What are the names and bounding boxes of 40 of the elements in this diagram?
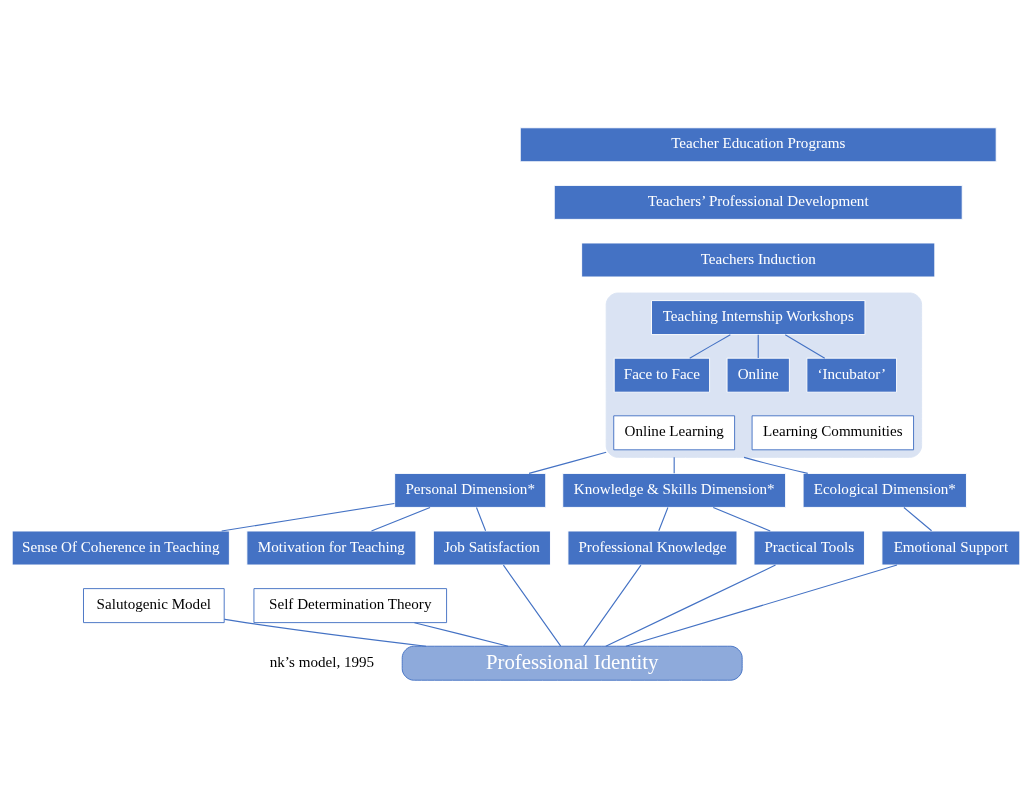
node-box: Job Satisfaction (432, 530, 551, 566)
node-box: Professional Knowledge (567, 530, 738, 566)
node-box: Emotional Support (881, 530, 1021, 566)
node-box: Sense Of Coherence in Teaching (11, 530, 230, 566)
node-box: Knowledge & Skills Dimension* (562, 472, 787, 508)
connector (625, 564, 898, 647)
node-box: Professional Identity (401, 645, 743, 681)
label: nk’s model, 1995 (269, 653, 375, 670)
cluster (605, 292, 923, 458)
node-box: Online Learning (613, 415, 736, 451)
connector (221, 502, 395, 532)
connector (784, 334, 826, 359)
connector (743, 456, 809, 474)
node-box: ‘Incubator’ (806, 357, 898, 393)
node-box: Ecological Dimension* (802, 472, 967, 508)
node-box: Teachers’ Professional Development (553, 184, 963, 220)
connector (605, 564, 777, 647)
node-box: Teachers Induction (581, 242, 936, 278)
connector (689, 334, 731, 359)
node-box: Face to Face (613, 357, 711, 393)
node-box: Salutogenic Model (83, 588, 225, 624)
node-box: Self Determination Theory (253, 588, 448, 624)
connector (370, 506, 431, 532)
connector (757, 334, 759, 359)
node-box: Learning Communities (751, 415, 915, 451)
connector (712, 506, 771, 532)
node-box: Online (726, 357, 790, 393)
connector (583, 564, 642, 647)
node-box: Teacher Education Programs (519, 127, 997, 163)
node-box: Teaching Internship Workshops (651, 300, 866, 336)
connector (658, 506, 669, 532)
node-box: Practical Tools (753, 530, 865, 566)
connector (223, 618, 427, 647)
node-box: Personal Dimension* (394, 472, 547, 508)
connector (528, 451, 607, 474)
connector (413, 622, 509, 647)
connector (475, 506, 487, 532)
node-box: Motivation for Teaching (246, 530, 417, 566)
connector (903, 506, 933, 532)
connector (502, 564, 562, 647)
